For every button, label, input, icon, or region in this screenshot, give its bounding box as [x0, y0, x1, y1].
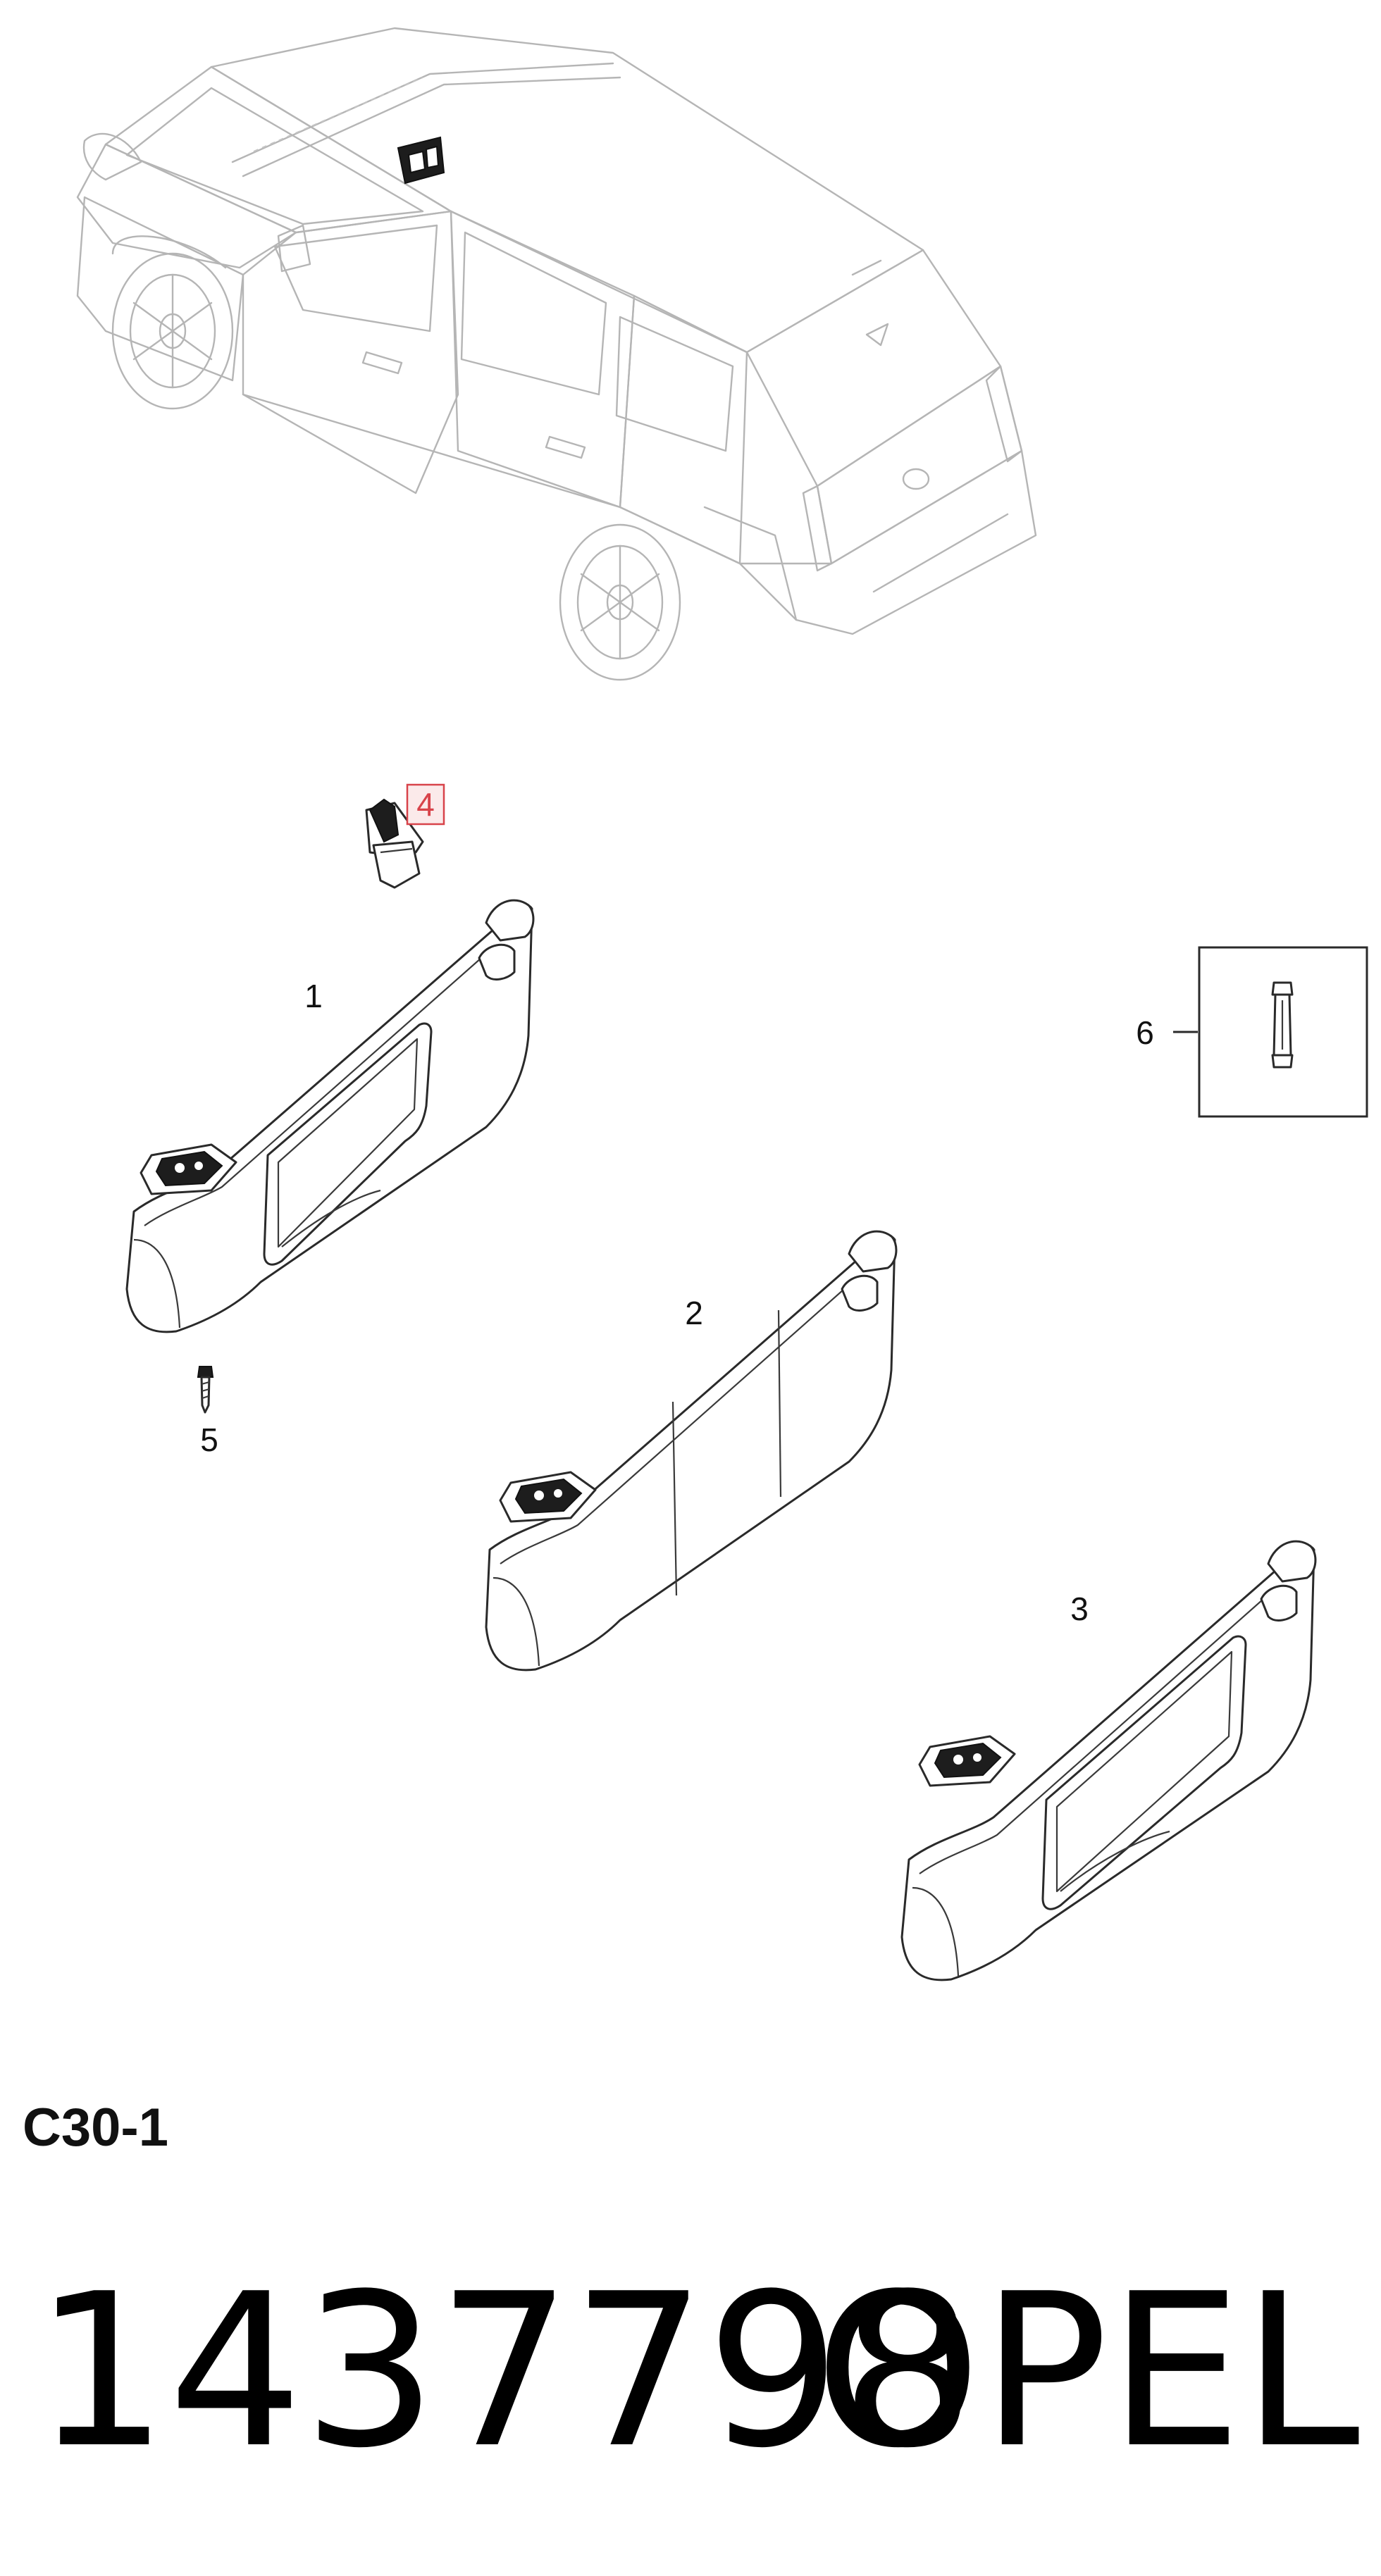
footer-brand: OPEL	[815, 2248, 1361, 2494]
vehicle-overview-illustration	[76, 27, 1037, 681]
part-5-screw	[197, 1366, 214, 1414]
part-6-bulb	[1271, 981, 1294, 1069]
part-4-visor-clip	[365, 798, 424, 889]
part-3-sun-visor-with-mirror	[900, 1540, 1317, 1981]
callout-part-2[interactable]: 2	[685, 1295, 703, 1331]
callout-part-1[interactable]: 1	[304, 978, 323, 1014]
callout-part-4[interactable]: 4	[416, 786, 435, 823]
callout-part-5[interactable]: 5	[200, 1421, 218, 1458]
part-1-sun-visor-with-mirror	[125, 899, 535, 1333]
part-6-frame	[1198, 946, 1368, 1118]
footer-part-number: 1437798	[34, 2248, 975, 2494]
callout-part-6[interactable]: 6	[1136, 1014, 1154, 1051]
section-code: C30-1	[23, 2098, 168, 2158]
part-4-callout-box	[406, 783, 445, 826]
callout-part-3[interactable]: 3	[1070, 1591, 1089, 1627]
part-2-sun-visor-plain	[485, 1230, 898, 1672]
